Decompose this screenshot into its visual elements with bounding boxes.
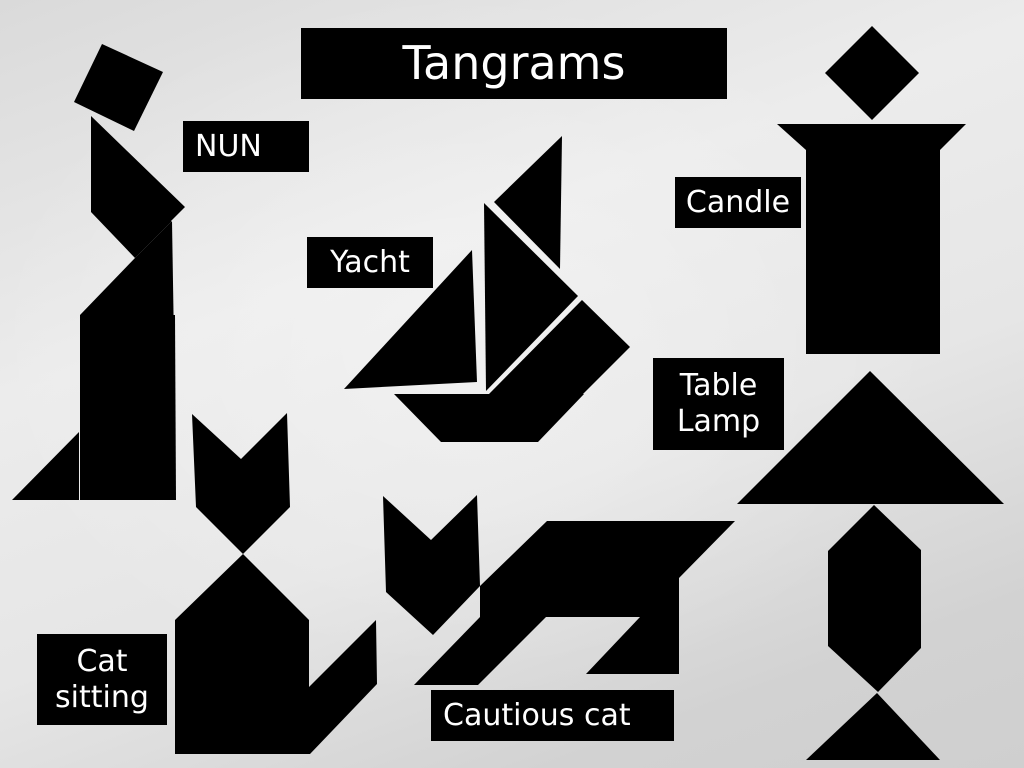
cat-sitting-head bbox=[192, 413, 290, 554]
lamp-shade-triangle bbox=[737, 371, 1004, 504]
cautious-cat-head bbox=[383, 495, 480, 635]
yacht-top-sail bbox=[494, 136, 562, 269]
table-lamp-label-line-1: Table bbox=[679, 368, 758, 403]
cautious-cat-body bbox=[414, 521, 735, 685]
lamp-base-triangle bbox=[806, 693, 940, 760]
lamp-stem-hexagon bbox=[828, 505, 921, 692]
yacht-hull bbox=[394, 394, 584, 442]
candle-figure bbox=[777, 26, 966, 354]
cat-sitting-label-line-1: Cat bbox=[76, 643, 128, 679]
table-lamp-figure bbox=[737, 371, 1004, 760]
yacht-main-sail bbox=[484, 203, 578, 391]
cat-sitting-body bbox=[175, 554, 377, 754]
nun-label: NUN bbox=[183, 121, 309, 172]
page-title: Tangrams bbox=[301, 28, 727, 99]
nun-upper-body bbox=[91, 116, 185, 258]
candle-body bbox=[806, 150, 940, 354]
nun-foot-triangle bbox=[12, 432, 79, 500]
yacht-right-sail bbox=[489, 300, 630, 394]
yacht-left-sail bbox=[344, 250, 477, 389]
nun-head-square bbox=[74, 44, 163, 131]
table-lamp-label: Table Lamp bbox=[653, 358, 784, 450]
yacht-figure bbox=[344, 136, 630, 442]
nun-lower-body bbox=[80, 315, 176, 500]
yacht-label: Yacht bbox=[307, 237, 433, 288]
cat-sitting-label-line-2: sitting bbox=[55, 679, 149, 715]
cat-sitting-figure bbox=[175, 413, 377, 754]
cautious-cat-figure bbox=[383, 495, 735, 685]
candle-label: Candle bbox=[675, 177, 801, 228]
candle-top-rim bbox=[777, 124, 966, 150]
cautious-cat-label: Cautious cat bbox=[431, 690, 674, 741]
nun-figure bbox=[12, 44, 185, 500]
cat-sitting-label: Cat sitting bbox=[37, 634, 167, 725]
table-lamp-label-line-2: Lamp bbox=[676, 404, 761, 439]
candle-flame-square bbox=[825, 26, 919, 120]
